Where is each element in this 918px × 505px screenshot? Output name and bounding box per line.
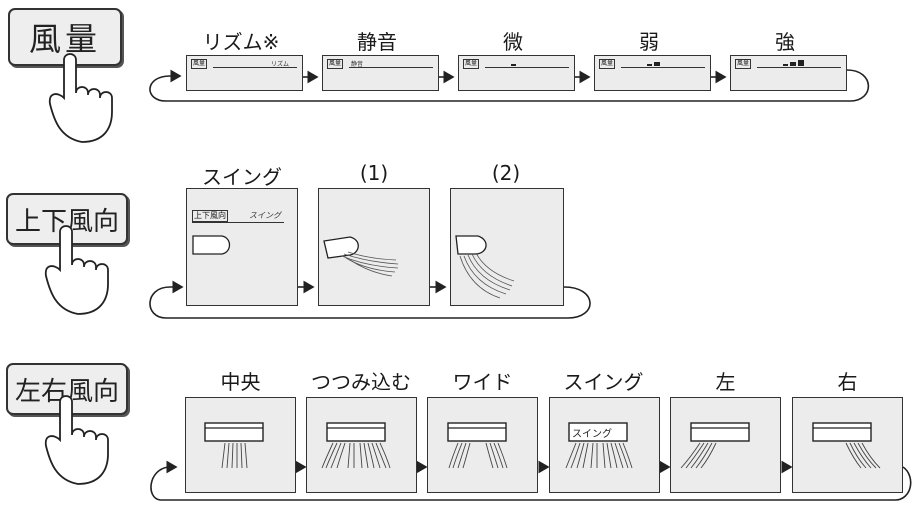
louver-panel [427,397,538,493]
vane-panel: 上下風向 スイング [186,188,298,306]
level-bar [647,64,652,66]
lcd-panel: 風量 [594,55,711,91]
loop-line [149,69,870,102]
airflow-lines [341,251,515,299]
mode-label: スイング [563,370,644,394]
lcd-tag: 風量 [735,59,752,69]
lcd-tag: 上下風向 [192,210,228,222]
lcd-text: 静音 [351,61,364,68]
unit-text: スイング [572,429,612,440]
mode-label: ワイド [452,370,513,394]
hand-pointer-icon [44,225,109,315]
louver-panel [185,397,296,493]
airflow-lines [221,442,881,469]
mode-label: (2) [491,161,521,185]
mode-label: 静音 [357,30,397,54]
lcd-tag: 風量 [191,59,208,69]
loop-line [150,460,912,501]
indoor-unit-icon [568,422,628,442]
lcd-text: スイング [249,211,281,220]
mode-label: 強 [775,30,795,54]
mode-label: 弱 [639,30,659,54]
mode-label: 右 [837,370,858,394]
button-label: 風量 [28,20,101,58]
lcd-panel: 風量 リズム [186,55,303,91]
level-bar [783,64,788,66]
lcd-panel: 風量 [730,55,847,91]
louver-panel [306,397,417,493]
lcd-tag: 風量 [463,59,480,69]
vane-panel [450,188,564,306]
level-bar [790,62,796,66]
lcd-panel: 風量 [458,55,575,91]
mode-label: 左 [715,370,736,394]
mode-label: つつみ込む [311,370,411,394]
level-bar [798,60,804,66]
lcd-text: リズム [271,61,290,68]
mode-label: 微 [503,30,523,54]
lcd-tag: 風量 [599,59,616,69]
level-bar [511,64,516,66]
louver-panel [792,397,903,493]
lcd-tag: 風量 [327,59,344,69]
hand-pointer-icon [44,395,109,485]
vane-icon [455,235,487,255]
loop-line [149,280,591,319]
vane-icon [192,235,231,255]
hand-pointer-icon [48,53,113,143]
louver-panel: スイング [549,397,660,493]
airflow-volume-button[interactable]: 風量 [8,8,122,66]
vane-panel [318,188,430,306]
mode-label: スイング [202,165,282,189]
mode-label: 中央 [220,370,261,394]
horizontal-direction-button[interactable]: 左右風向 [6,363,128,415]
mode-label: リズム※ [202,30,280,54]
lcd-panel: 風量 静音 [322,55,439,91]
louver-panel [670,397,781,493]
level-bar [654,62,660,66]
mode-label: (1) [359,161,389,185]
